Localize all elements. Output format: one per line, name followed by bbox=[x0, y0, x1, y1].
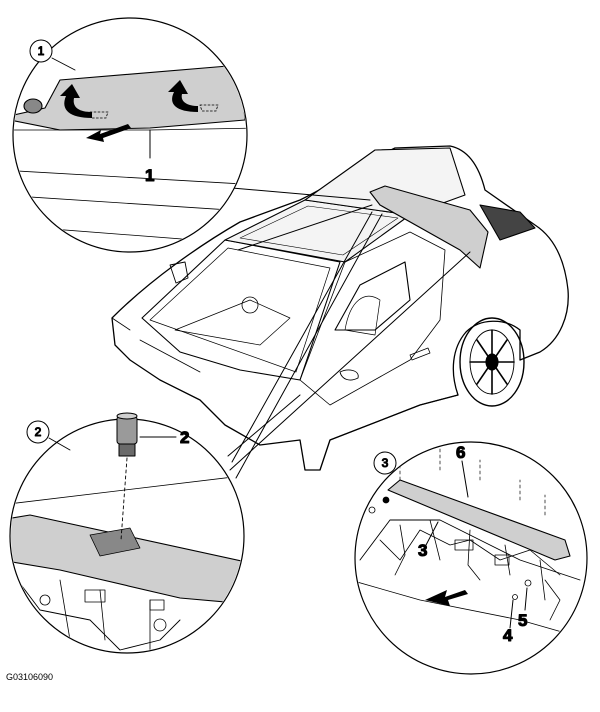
pull-arrow-icon bbox=[425, 590, 468, 606]
callout-3: 3 bbox=[418, 541, 427, 560]
cap-plug-icon bbox=[116, 412, 138, 541]
callout-5: 5 bbox=[518, 611, 527, 630]
lift-arrow-icon bbox=[60, 84, 92, 118]
view-1-number: 1 bbox=[38, 44, 45, 58]
callout-6: 6 bbox=[456, 443, 465, 462]
view-3-number: 3 bbox=[382, 456, 389, 470]
lift-arrow-icon bbox=[168, 80, 198, 112]
callout-1: 1 bbox=[145, 166, 154, 185]
callout-2: 2 bbox=[180, 428, 189, 447]
leader-lines bbox=[227, 187, 471, 479]
callout-4: 4 bbox=[503, 626, 513, 645]
rear-wheel bbox=[459, 317, 525, 407]
figure-code: G03106090 bbox=[6, 672, 54, 682]
detail-view-2 bbox=[9, 412, 245, 654]
view-2-number: 2 bbox=[35, 425, 42, 439]
pull-arrow-icon bbox=[86, 124, 131, 142]
detail-view-3 bbox=[354, 441, 588, 675]
